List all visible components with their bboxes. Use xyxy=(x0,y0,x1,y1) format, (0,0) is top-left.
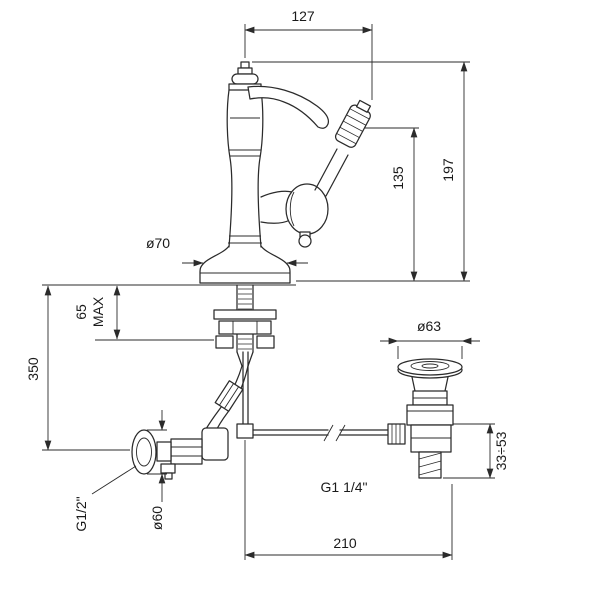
spout xyxy=(260,148,349,248)
dim-350-label: 350 xyxy=(25,357,41,381)
dimension-197: 197 xyxy=(252,61,470,282)
dim-127-label: 127 xyxy=(291,8,315,24)
dimension-waste-flange: ø63 xyxy=(380,318,480,359)
faucet-body xyxy=(199,61,372,284)
hose-fitting xyxy=(214,380,244,412)
dim-210-label: 210 xyxy=(333,535,357,551)
mounting-hardware xyxy=(213,284,277,367)
mounting-nut xyxy=(218,320,272,335)
dimension-350: 350 xyxy=(25,285,130,451)
valve-elbow xyxy=(201,427,229,461)
spout-aerator xyxy=(334,99,372,148)
waste-thread-label: G1 1/4" xyxy=(321,479,368,495)
angle-valve xyxy=(131,427,229,480)
rod-connector xyxy=(387,423,406,445)
rod-clamp xyxy=(236,423,254,439)
pop-up-waste xyxy=(387,358,463,479)
faucet-base xyxy=(199,245,291,284)
valve-wall-flange xyxy=(131,429,157,475)
dim-197-label: 197 xyxy=(440,158,456,182)
horseshoe-washer xyxy=(213,309,277,320)
valve-drain-cock xyxy=(160,463,176,474)
handle-finial xyxy=(228,61,262,91)
pop-up-rod xyxy=(236,351,389,442)
dimension-base-diameter: ø70 xyxy=(146,235,308,267)
dim-o70-label: ø70 xyxy=(146,235,170,251)
dimension-valve-flange: ø60 xyxy=(147,410,167,530)
dimension-210: 210 xyxy=(244,440,453,560)
rod-break-symbol xyxy=(323,424,346,442)
lever-handle xyxy=(247,85,330,129)
dim-o60-label: ø60 xyxy=(149,506,165,530)
dim-65-label: 65 xyxy=(73,304,89,320)
label-valve-thread: G1/2" xyxy=(73,465,137,532)
dim-135-label: 135 xyxy=(390,166,406,190)
dimension-deck-max: 65 MAX xyxy=(42,284,296,341)
valve-thread-label: G1/2" xyxy=(73,496,89,531)
valve-hex-body xyxy=(170,438,203,465)
dim-max-label: MAX xyxy=(90,296,106,327)
dim-33-53-label: 33÷53 xyxy=(493,431,509,470)
waste-tailpiece xyxy=(418,451,442,479)
dimension-135: 135 xyxy=(364,127,419,282)
label-waste-thread: G1 1/4" xyxy=(321,479,368,495)
dim-o63-label: ø63 xyxy=(417,318,441,334)
dimension-waste-adjust: 33÷53 xyxy=(443,423,509,479)
supply-hose xyxy=(205,365,249,434)
